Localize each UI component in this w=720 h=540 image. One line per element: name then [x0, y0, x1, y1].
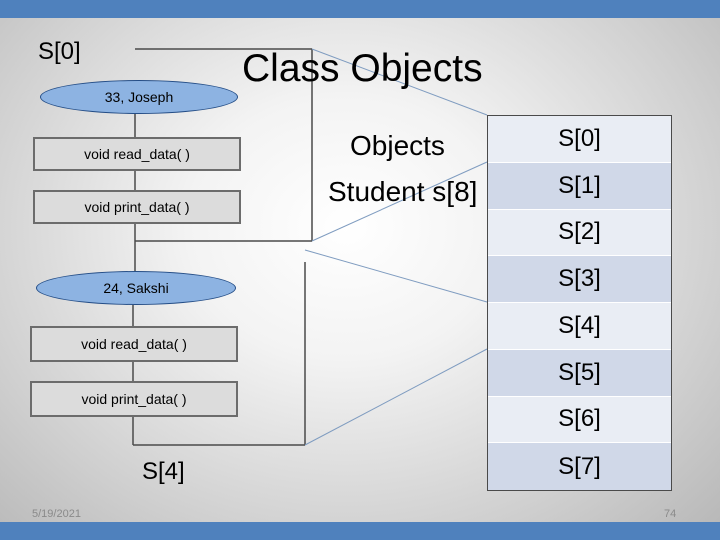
objects-heading: Objects [350, 130, 445, 161]
array-cell: S[7] [488, 443, 671, 490]
top-accent-bar [0, 0, 720, 18]
method-text: void print_data( ) [81, 391, 187, 407]
object-data-oval: 33, Joseph [40, 80, 238, 114]
array-cell: S[1] [488, 162, 671, 210]
object-data-text: 24, Sakshi [103, 280, 169, 296]
array-cell: S[5] [488, 349, 671, 397]
pointer-s0-bottom [311, 161, 488, 242]
method-text: void print_data( ) [84, 199, 190, 215]
object-data-oval: 24, Sakshi [36, 271, 236, 305]
array-table: S[0] S[1] S[2] S[3] S[4] S[5] S[6] S[7] [487, 115, 672, 491]
pointer-s0-top [311, 48, 488, 116]
method-box-read-data: void read_data( ) [33, 137, 241, 171]
method-box-print-data: void print_data( ) [33, 190, 241, 224]
method-box-print-data: void print_data( ) [30, 381, 238, 417]
footer-date: 5/19/2021 [32, 508, 81, 520]
method-text: void read_data( ) [81, 336, 187, 352]
bottom-accent-bar [0, 522, 720, 540]
array-cell: S[6] [488, 396, 671, 444]
slide-title: Class Objects [242, 47, 483, 90]
pointer-s4-top [304, 249, 488, 303]
array-cell: S[4] [488, 303, 671, 350]
array-cell: S[0] [488, 116, 671, 163]
pointer-s4-bottom [304, 348, 488, 446]
array-cell: S[3] [488, 256, 671, 303]
object-label-s4: S[4] [142, 458, 185, 485]
method-box-read-data: void read_data( ) [30, 326, 238, 362]
array-cell: S[2] [488, 209, 671, 257]
student-array-declaration: Student s[8] [328, 176, 478, 207]
method-text: void read_data( ) [84, 146, 190, 162]
object-data-text: 33, Joseph [104, 89, 174, 105]
footer-page-number: 74 [664, 508, 677, 520]
object-label-s0: S[0] [38, 38, 81, 65]
